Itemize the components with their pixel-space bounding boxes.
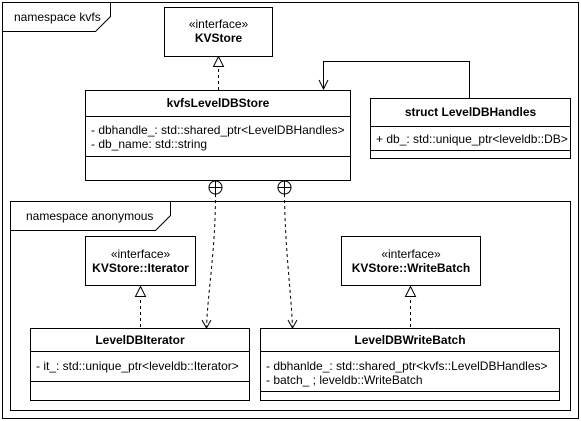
leveldb-writebatch-attr: - batch_ ; leveldb::WriteBatch [266, 373, 423, 387]
leveldb-handles-name: struct LevelDBHandles [404, 105, 537, 119]
leveldb-store-attributes: - dbhandle_: std::shared_ptr<LevelDBHand… [86, 116, 350, 156]
leveldb-iterator-class-box[interactable]: LevelDBIterator - it_: std::unique_ptr<l… [30, 328, 250, 401]
iterator-stereotype: «interface» [110, 247, 171, 261]
leveldb-writebatch-class-box[interactable]: LevelDBWriteBatch - dbhanlde_: std::shar… [260, 328, 560, 401]
leveldb-store-class-box[interactable]: kvfsLevelDBStore - dbhandle_: std::share… [85, 90, 351, 181]
leveldb-handles-attributes: + db_: std::unique_ptr<leveldb::DB> [371, 126, 570, 150]
association-handles-arrowhead [318, 79, 329, 91]
association-handles-line [323, 61, 470, 98]
writebatch-stereotype: «interface» [381, 247, 441, 261]
writebatch-interface-box[interactable]: «interface» KVStore::WriteBatch [341, 236, 481, 286]
namespace-kvfs-tab [2, 2, 111, 32]
namespace-anonymous-label: namespace anonymous [26, 209, 154, 223]
leveldb-iterator-methods [31, 381, 249, 400]
leveldb-writebatch-name: LevelDBWriteBatch [354, 333, 466, 347]
leveldb-store-name: kvfsLevelDBStore [166, 96, 270, 110]
iterator-name: KVStore::Iterator [92, 261, 189, 275]
namespace-kvfs-label: namespace kvfs [14, 10, 101, 24]
iterator-interface-box[interactable]: «interface» KVStore::Iterator [85, 236, 196, 286]
namespace-anonymous-frame [10, 201, 571, 411]
leveldb-store-attr: - dbhandle_: std::shared_ptr<LevelDBHand… [91, 123, 345, 137]
kvstore-name: KVStore [194, 31, 243, 45]
kvstore-interface-box[interactable]: «interface» KVStore [164, 7, 273, 57]
namespace-anonymous-tab [10, 201, 171, 231]
realization-writebatch-arrowhead [404, 285, 417, 297]
leveldb-handles-struct-box[interactable]: struct LevelDBHandles + db_: std::unique… [370, 98, 571, 159]
leveldb-store-attr: - db_name: std::string [91, 137, 208, 151]
leveldb-writebatch-attr: - dbhanlde_: std::shared_ptr<kvfs::Level… [266, 359, 548, 373]
leveldb-writebatch-attributes: - dbhanlde_: std::shared_ptr<kvfs::Level… [261, 351, 559, 391]
kvstore-stereotype: «interface» [188, 17, 249, 31]
nesting-iterator-line [206, 193, 216, 328]
leveldb-handles-attr: + db_: std::unique_ptr<leveldb::DB> [376, 132, 568, 146]
writebatch-name: KVStore::WriteBatch [351, 261, 471, 275]
leveldb-writebatch-methods [261, 391, 559, 400]
realization-iterator-arrowhead [134, 285, 147, 297]
realization-store-arrowhead [212, 55, 225, 67]
nesting-writebatch-line [284, 193, 293, 328]
leveldb-iterator-attributes: - it_: std::unique_ptr<leveldb::Iterator… [31, 351, 249, 381]
leveldb-iterator-name: LevelDBIterator [95, 333, 185, 347]
leveldb-handles-methods [371, 150, 570, 158]
leveldb-store-methods [86, 156, 350, 180]
leveldb-iterator-attr: - it_: std::unique_ptr<leveldb::Iterator… [36, 359, 239, 373]
